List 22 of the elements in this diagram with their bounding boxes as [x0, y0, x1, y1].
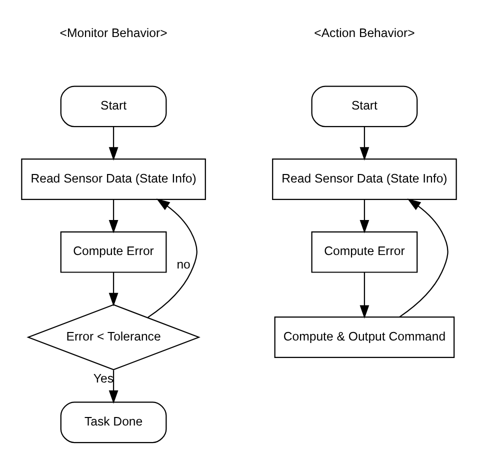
arrow	[359, 199, 369, 233]
arrow	[108, 199, 118, 233]
node-box: Start	[310, 85, 418, 127]
node-box: Read Sensor Data (State Info)	[20, 158, 206, 200]
node-box: Compute Error	[310, 230, 418, 272]
arrow	[359, 272, 369, 318]
arrow	[398, 198, 448, 317]
node-box: Read Sensor Data (State Info)	[272, 158, 456, 200]
arrow	[359, 126, 369, 160]
arrow	[108, 126, 118, 160]
label: <Action Behavior>	[314, 25, 414, 40]
node-box: Compute & Output Command	[274, 316, 454, 358]
node-diamond: Error < Tolerance	[26, 304, 200, 370]
arrow	[108, 272, 118, 306]
edge-label: Yes	[92, 371, 113, 386]
arrow	[147, 198, 197, 318]
node-box: Task Done	[60, 401, 166, 443]
label: <Monitor Behavior>	[59, 25, 167, 40]
node-box: Compute Error	[60, 230, 166, 272]
node-box: Start	[60, 85, 166, 127]
arrow	[108, 370, 118, 404]
edge-label: no	[176, 257, 190, 272]
